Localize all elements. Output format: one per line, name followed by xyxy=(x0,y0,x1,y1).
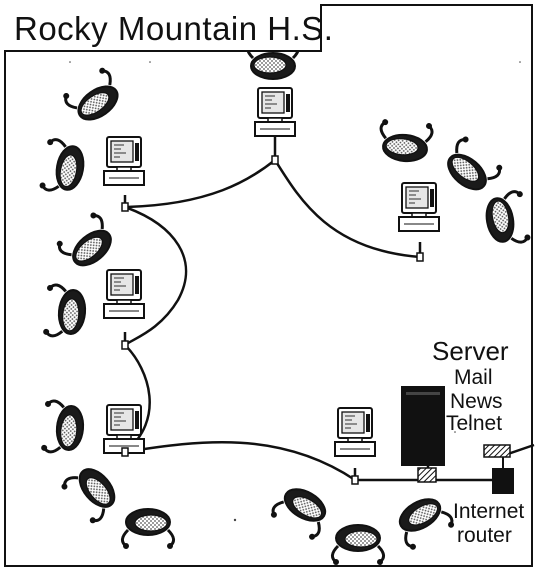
hub-icon xyxy=(121,447,129,457)
student-icon xyxy=(41,282,89,341)
hub-icon xyxy=(121,340,129,350)
student-icon xyxy=(53,209,122,276)
router-label-line1: Internet xyxy=(453,500,525,523)
page-title: Rocky Mountain H.S. xyxy=(14,10,334,47)
student-icon xyxy=(389,489,458,553)
student-icon xyxy=(437,133,506,200)
student-icon xyxy=(58,458,125,527)
server-label: Server xyxy=(432,336,509,366)
workstation-icon xyxy=(334,407,376,457)
hub-icon xyxy=(351,475,359,485)
server-tower-icon xyxy=(401,386,445,483)
server-service-telnet: Telnet xyxy=(446,412,503,435)
hub-icon xyxy=(121,202,129,212)
student-icon xyxy=(330,523,386,567)
workstation-icon xyxy=(103,269,145,319)
server-service-news: News xyxy=(450,390,503,413)
workstation-icon xyxy=(398,182,440,232)
hub-icon xyxy=(416,252,424,262)
title-box: Rocky Mountain H.S. xyxy=(4,4,333,52)
student-icon xyxy=(37,136,89,197)
router-label-line2: router xyxy=(457,524,512,547)
router-icon xyxy=(483,444,514,494)
student-icon xyxy=(481,188,533,249)
scan-speckles xyxy=(69,61,521,522)
student-icon xyxy=(376,117,435,165)
workstation-icon xyxy=(103,404,145,454)
server-service-mail: Mail xyxy=(454,366,493,389)
student-icon xyxy=(60,64,128,130)
student-icon xyxy=(267,479,336,543)
hub-icon xyxy=(271,155,279,165)
workstation-icon xyxy=(103,136,145,186)
student-icon xyxy=(120,507,176,551)
student-icon xyxy=(39,398,87,457)
workstation-icon xyxy=(254,87,296,137)
